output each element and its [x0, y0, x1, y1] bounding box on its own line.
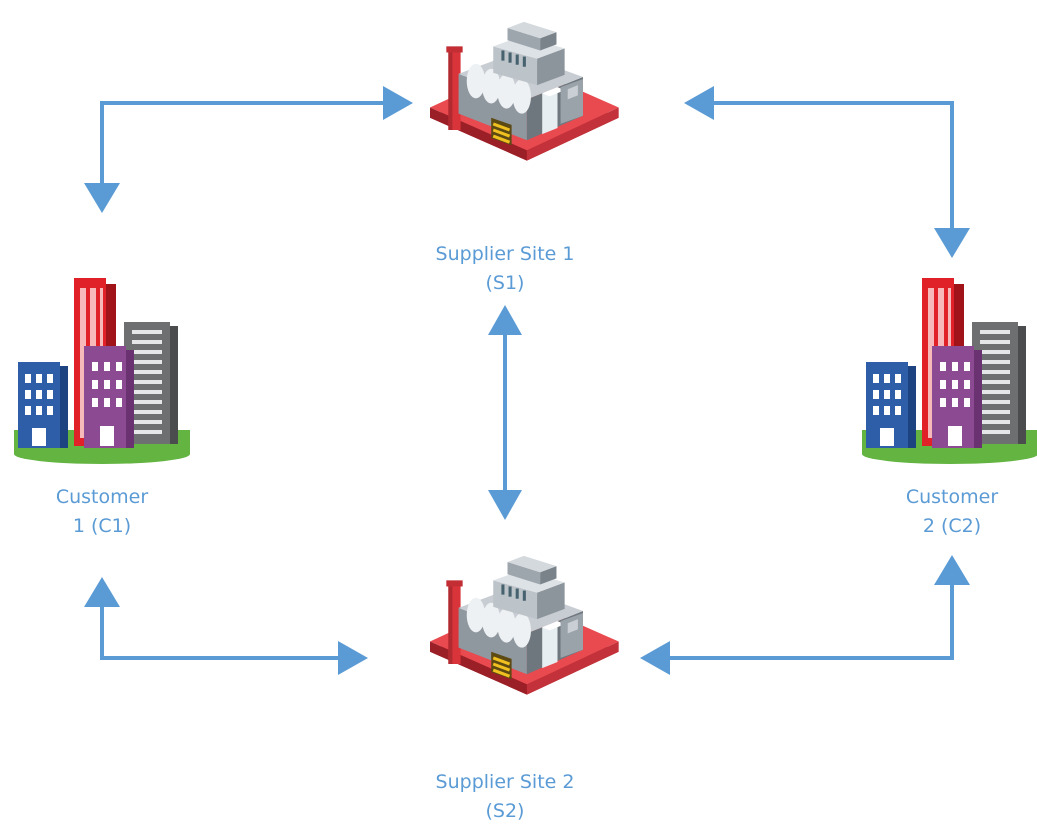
supplier-site-2-name: Supplier Site 2 [435, 771, 575, 793]
arrowhead-s2-from-right [640, 641, 670, 675]
office-buildings-icon [14, 278, 190, 464]
customer-2-label: Customer 2 (C2) [872, 483, 1032, 541]
edge-c1-s1 [100, 101, 385, 185]
customer-1-name: Customer [55, 486, 149, 508]
arrowhead-c2-up [934, 555, 970, 585]
supplier-site-2-code: (S2) [485, 800, 525, 822]
arrowhead-s1-up [488, 305, 522, 335]
supplier-site-2-label: Supplier Site 2 (S2) [405, 768, 605, 826]
arrowhead-s2-from-left [338, 641, 368, 675]
factory-icon [428, 554, 621, 697]
arrowhead-s1-from-left [383, 86, 413, 120]
supplier-site-1-label: Supplier Site 1 (S1) [405, 240, 605, 298]
arrowhead-s2-down [488, 490, 522, 520]
supplier-site-1-code: (S1) [485, 272, 525, 294]
arrowhead-c1-up [84, 577, 120, 607]
customer-2-name: Customer [905, 486, 999, 508]
edge-c1-s2 [100, 605, 340, 660]
arrowhead-c2-down [934, 228, 970, 258]
supplier-site-1-name: Supplier Site 1 [435, 243, 575, 265]
customer-1-label: Customer 1 (C1) [22, 483, 182, 541]
customer-1-code: 1 (C1) [72, 515, 132, 537]
arrowhead-c1-down [84, 183, 120, 213]
arrowhead-s1-from-right [684, 86, 714, 120]
edge-s1-c2 [712, 101, 954, 230]
factory-icon [428, 20, 621, 163]
office-buildings-icon [862, 278, 1037, 464]
edge-c2-s2 [668, 583, 954, 660]
customer-2-code: 2 (C2) [922, 515, 982, 537]
